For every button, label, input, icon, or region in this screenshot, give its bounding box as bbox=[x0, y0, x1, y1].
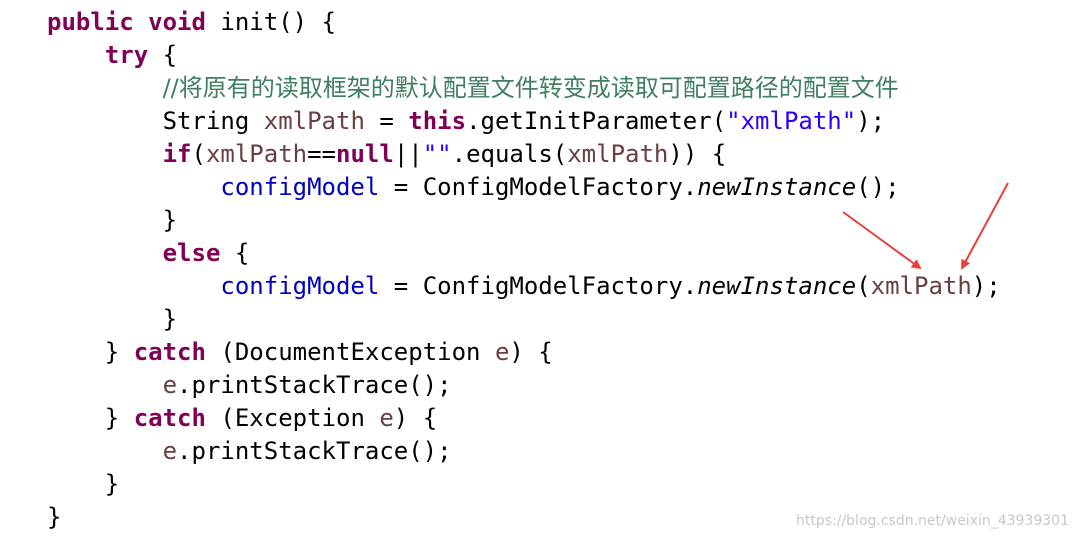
watermark-text: https://blog.csdn.net/weixin_43939301 bbox=[795, 513, 1069, 529]
code-indent bbox=[47, 206, 163, 234]
code-text: ); bbox=[856, 107, 886, 135]
code-text: .equals( bbox=[451, 140, 568, 168]
code-indent bbox=[47, 470, 105, 498]
code-text: ( bbox=[191, 140, 206, 168]
code-text: .getInitParameter( bbox=[466, 107, 727, 135]
code-text: ) { bbox=[393, 404, 438, 432]
code-variable: e bbox=[494, 338, 510, 366]
code-line: else { bbox=[47, 237, 1001, 270]
code-line: configModel = ConfigModelFactory.newInst… bbox=[47, 270, 1001, 303]
code-keyword: this bbox=[408, 107, 467, 135]
code-text: = ConfigModelFactory. bbox=[379, 272, 698, 300]
code-text: = bbox=[364, 107, 409, 135]
code-keyword: catch bbox=[133, 404, 206, 432]
code-text: ); bbox=[971, 272, 1001, 300]
code-text: || bbox=[393, 140, 423, 168]
code-indent bbox=[47, 272, 220, 300]
code-text bbox=[134, 8, 148, 36]
code-block: public void init() { try { //将原有的读取框架的默认… bbox=[47, 6, 1001, 534]
code-line: //将原有的读取框架的默认配置文件转变成读取可配置路径的配置文件 bbox=[47, 72, 1001, 105]
code-line: String xmlPath = this.getInitParameter("… bbox=[47, 105, 1001, 138]
code-text: ) { bbox=[509, 338, 553, 366]
code-text: String bbox=[162, 107, 264, 135]
code-line: } bbox=[47, 501, 1001, 534]
code-text: } bbox=[162, 206, 178, 234]
code-static-method: newInstance bbox=[697, 173, 857, 201]
code-variable: e bbox=[162, 371, 178, 399]
code-text: } bbox=[104, 404, 134, 432]
code-text: (); bbox=[856, 173, 900, 201]
code-indent bbox=[47, 173, 220, 201]
code-variable: xmlPath bbox=[870, 272, 972, 300]
code-indent bbox=[47, 140, 163, 168]
code-line: configModel = ConfigModelFactory.newInst… bbox=[47, 171, 1001, 204]
code-indent bbox=[47, 404, 105, 432]
code-indent bbox=[47, 338, 105, 366]
code-line: e.printStackTrace(); bbox=[47, 369, 1001, 402]
code-keyword: void bbox=[148, 8, 206, 36]
code-text: (Exception bbox=[205, 404, 380, 432]
code-line: } bbox=[47, 204, 1001, 237]
code-keyword: null bbox=[336, 140, 394, 168]
code-text: { bbox=[148, 41, 178, 69]
code-static-method: newInstance bbox=[697, 272, 857, 300]
code-text: } bbox=[162, 305, 178, 333]
code-line: } bbox=[47, 303, 1001, 336]
code-text: )) { bbox=[668, 140, 727, 168]
code-field: configModel bbox=[220, 272, 380, 300]
code-string: "xmlPath" bbox=[726, 107, 857, 135]
code-comment: //将原有的读取框架的默认配置文件转变成读取可配置路径的配置文件 bbox=[162, 74, 899, 102]
code-indent bbox=[47, 41, 105, 69]
code-variable: xmlPath bbox=[263, 107, 365, 135]
code-text: } bbox=[47, 503, 62, 531]
code-text: .printStackTrace(); bbox=[177, 371, 452, 399]
code-line: e.printStackTrace(); bbox=[47, 435, 1001, 468]
code-text: == bbox=[307, 140, 337, 168]
code-variable: e bbox=[162, 437, 178, 465]
code-indent bbox=[47, 239, 163, 267]
code-indent bbox=[47, 437, 163, 465]
code-field: configModel bbox=[220, 173, 380, 201]
code-keyword: try bbox=[104, 41, 149, 69]
code-line: if(xmlPath==null||"".equals(xmlPath)) { bbox=[47, 138, 1001, 171]
code-line: public void init() { bbox=[47, 6, 1001, 39]
code-text: } bbox=[104, 338, 134, 366]
code-line: } catch (DocumentException e) { bbox=[47, 336, 1001, 369]
code-text: } bbox=[104, 470, 120, 498]
code-keyword: if bbox=[162, 140, 192, 168]
code-keyword: else bbox=[162, 239, 221, 267]
code-line: try { bbox=[47, 39, 1001, 72]
code-text: ( bbox=[856, 272, 871, 300]
code-indent bbox=[47, 74, 163, 102]
code-indent bbox=[47, 107, 163, 135]
code-string: "" bbox=[422, 140, 452, 168]
code-keyword: public bbox=[47, 8, 134, 36]
code-variable: xmlPath bbox=[205, 140, 308, 168]
code-line: } bbox=[47, 468, 1001, 501]
code-variable: e bbox=[379, 404, 394, 432]
code-text: { bbox=[220, 239, 250, 267]
code-variable: xmlPath bbox=[567, 140, 669, 168]
code-text: (DocumentException bbox=[205, 338, 495, 366]
code-indent bbox=[47, 371, 163, 399]
code-text: .printStackTrace(); bbox=[177, 437, 452, 465]
code-text: = ConfigModelFactory. bbox=[379, 173, 698, 201]
code-keyword: catch bbox=[133, 338, 206, 366]
code-line: } catch (Exception e) { bbox=[47, 402, 1001, 435]
code-indent bbox=[47, 305, 163, 333]
code-text: init() { bbox=[205, 8, 336, 36]
